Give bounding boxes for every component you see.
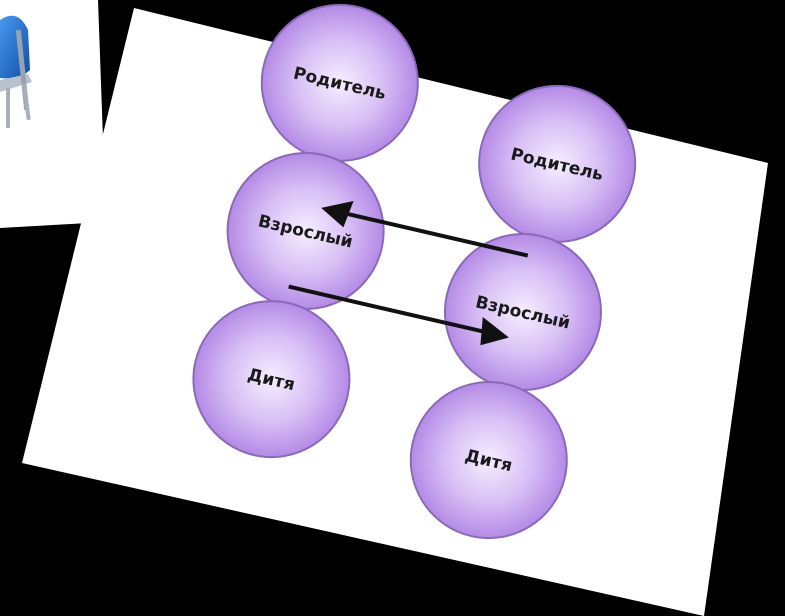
diagram-canvas: Родитель Взрослый Дитя Родитель Взрослый… — [0, 0, 785, 616]
